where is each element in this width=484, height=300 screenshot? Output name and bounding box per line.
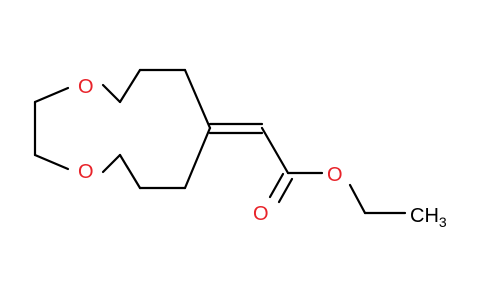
bond-spiro-c1 — [118, 68, 142, 104]
methyl-subscript: 3 — [439, 214, 447, 230]
bond-spiro-c5 — [118, 153, 142, 190]
methyl-group-label: CH3 — [410, 205, 447, 230]
oxygen-atom-ester: O — [327, 164, 343, 186]
bond-ester-o-ch2 — [348, 183, 367, 215]
oxygen-atom-ring-bottom: O — [78, 161, 94, 183]
bond-ch-carbonyl-c — [260, 126, 290, 175]
bond-c4-c3 — [183, 126, 212, 190]
methyl-main-text: CH — [410, 205, 439, 227]
bond-o-bottom-spiro — [101, 153, 122, 174]
bond-carbonyl-double-a — [268, 172, 285, 199]
bond-ch2-o-bottom — [33, 153, 70, 171]
bond-ch2-o-top — [33, 86, 70, 104]
bond-o-top-spiro — [101, 83, 122, 104]
oxygen-atom-carbonyl: O — [253, 203, 269, 225]
bond-c2-c3 — [183, 68, 212, 130]
bond-carbonyl-double-b — [277, 177, 294, 204]
oxygen-atom-ring-top: O — [78, 76, 94, 98]
